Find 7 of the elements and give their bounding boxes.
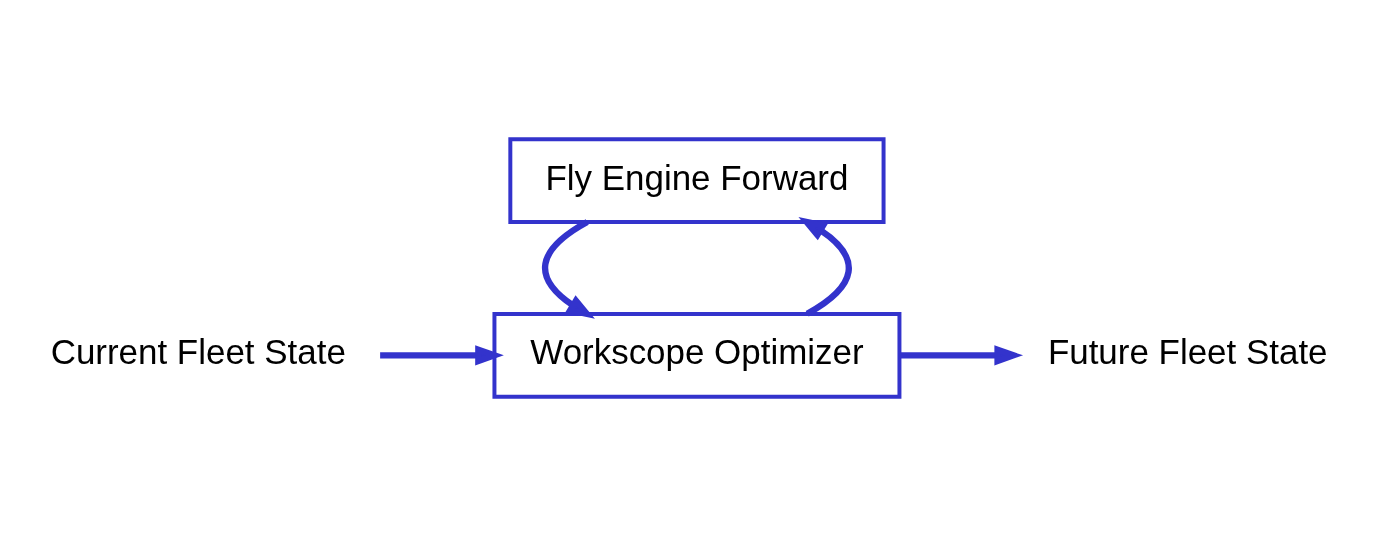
arrow	[899, 344, 1024, 365]
node-box: Workscope Optimizer	[492, 311, 902, 399]
arrow	[798, 216, 852, 316]
node-text: Current Fleet State	[50, 331, 346, 371]
arrow	[542, 218, 595, 319]
node-text: Future Fleet State	[1047, 331, 1328, 371]
node-box: Fly Engine Forward	[508, 136, 886, 224]
